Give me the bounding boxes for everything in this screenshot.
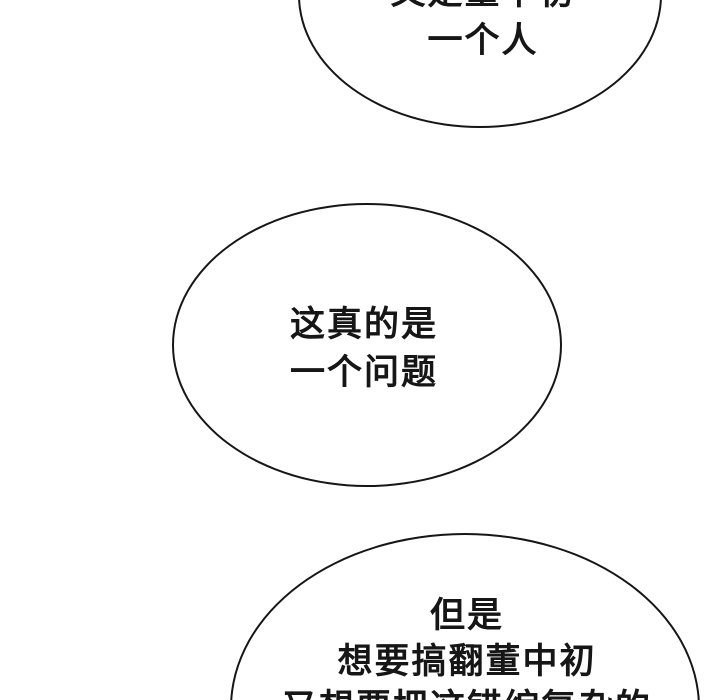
middle-speech-bubble-text: 这真的是 一个问题: [289, 305, 438, 392]
bottom-speech-bubble-text: 但是 想要搞翻董中初 又想要把这错综复杂的: [282, 596, 650, 700]
top-speech-bubble-text: 又是董中初 一个人: [390, 0, 573, 60]
middle-speech-bubble: [172, 203, 562, 487]
